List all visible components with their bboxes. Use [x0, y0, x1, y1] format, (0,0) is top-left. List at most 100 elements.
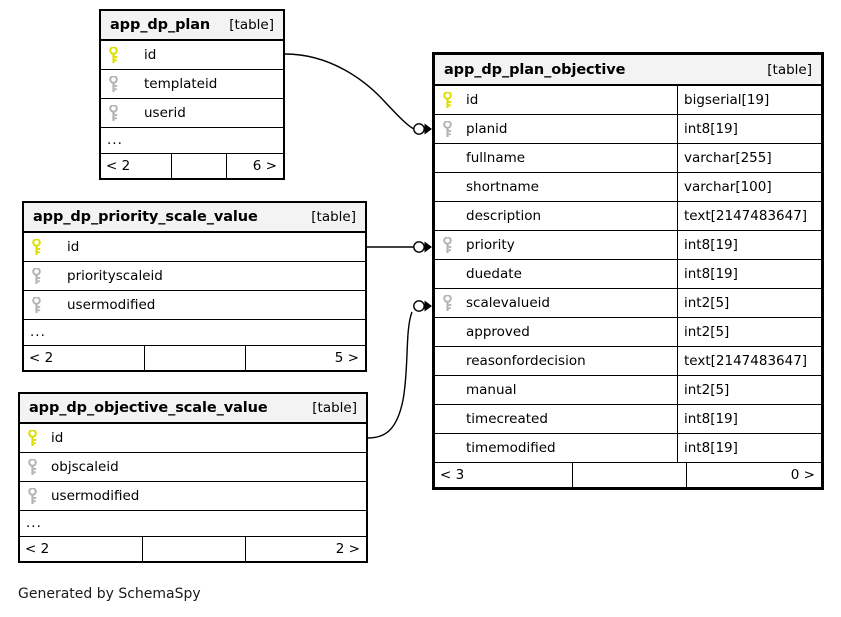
column-label: manual	[466, 382, 517, 398]
outgoing-relationship-count[interactable]: 0 >	[790, 467, 815, 483]
column-label: id	[144, 47, 157, 63]
column-type: int8[19]	[677, 405, 821, 433]
table-title: app_dp_plan	[110, 17, 211, 33]
no-key-spacer	[443, 434, 460, 462]
table-footer: < 2 6 >	[101, 154, 283, 178]
outgoing-relationship-count[interactable]: 5 >	[334, 350, 359, 366]
column-type: bigserial[19]	[677, 86, 821, 114]
foreign-key-icon	[443, 115, 460, 143]
table-row[interactable]: objscaleid	[20, 453, 366, 482]
table-row[interactable]: priorityscaleid	[24, 262, 365, 291]
generated-by-label: Generated by SchemaSpy	[18, 586, 201, 602]
table-row[interactable]: duedate int8[19]	[435, 260, 821, 289]
table-header: app_dp_priority_scale_value [table]	[24, 203, 365, 233]
column-label: duedate	[466, 266, 522, 282]
column-label: templateid	[144, 76, 218, 92]
column-name-cell: objscaleid	[20, 453, 366, 481]
no-key-spacer	[443, 405, 460, 433]
column-type: int8[19]	[677, 434, 821, 462]
column-type: int8[19]	[677, 115, 821, 143]
footer-middle-cell	[142, 537, 246, 561]
column-type: int2[5]	[677, 289, 821, 317]
table-row[interactable]: approved int2[5]	[435, 318, 821, 347]
table-header: app_dp_plan_objective [table]	[435, 55, 821, 86]
column-type: int2[5]	[677, 376, 821, 404]
incoming-relationship-count[interactable]: < 2	[106, 158, 131, 174]
column-label: scalevalueid	[466, 295, 550, 311]
table-row[interactable]: timemodified int8[19]	[435, 434, 821, 463]
table-row[interactable]: fullname varchar[255]	[435, 144, 821, 173]
column-label: id	[67, 239, 80, 255]
column-label: reasonfordecision	[466, 353, 586, 369]
foreign-key-icon	[109, 70, 144, 98]
relationship-priority_scale_value-to-plan_objective	[367, 241, 432, 253]
incoming-relationship-count[interactable]: < 3	[440, 467, 465, 483]
table-row[interactable]: usermodified	[24, 291, 365, 320]
column-name-cell: usermodified	[24, 291, 365, 319]
incoming-relationship-count[interactable]: < 2	[25, 541, 50, 557]
column-label: priority	[466, 237, 515, 253]
table-row[interactable]: shortname varchar[100]	[435, 173, 821, 202]
table-app-dp-priority-scale-value[interactable]: app_dp_priority_scale_value [table] id	[22, 201, 367, 372]
table-row[interactable]: userid	[101, 99, 283, 128]
column-name-cell: planid	[435, 115, 677, 143]
no-key-spacer	[443, 347, 460, 375]
relationship-objective_scale_value-to-plan_objective	[367, 300, 432, 439]
table-row[interactable]: description text[2147483647]	[435, 202, 821, 231]
no-key-spacer	[443, 202, 460, 230]
table-title: app_dp_plan_objective	[444, 61, 626, 78]
foreign-key-icon	[32, 291, 67, 319]
column-type: varchar[100]	[677, 173, 821, 201]
outgoing-relationship-count[interactable]: 2 >	[335, 541, 360, 557]
incoming-relationship-count[interactable]: < 2	[29, 350, 54, 366]
foreign-key-icon	[109, 99, 144, 127]
table-row[interactable]: reasonfordecision text[2147483647]	[435, 347, 821, 376]
column-label: id	[51, 430, 64, 446]
optional-marker-circle	[413, 123, 425, 135]
table-row[interactable]: id	[20, 424, 366, 453]
column-type: text[2147483647]	[677, 347, 821, 375]
table-app-dp-plan[interactable]: app_dp_plan [table] id	[99, 9, 285, 180]
table-row[interactable]: id	[101, 41, 283, 70]
table-row[interactable]: usermodified	[20, 482, 366, 511]
column-type: int8[19]	[677, 260, 821, 288]
column-name-cell: timecreated	[435, 405, 677, 433]
table-row[interactable]: manual int2[5]	[435, 376, 821, 405]
column-label: fullname	[466, 150, 526, 166]
no-key-spacer	[443, 173, 460, 201]
column-name-cell: priority	[435, 231, 677, 259]
table-app-dp-objective-scale-value[interactable]: app_dp_objective_scale_value [table] id	[18, 392, 368, 563]
table-row[interactable]: id	[24, 233, 365, 262]
table-row[interactable]: planid int8[19]	[435, 115, 821, 144]
table-row[interactable]: id bigserial[19]	[435, 86, 821, 115]
column-label: usermodified	[51, 488, 140, 504]
foreign-key-icon	[28, 482, 45, 510]
table-footer: < 2 2 >	[20, 537, 366, 561]
crowsfoot-arrow	[424, 241, 432, 253]
column-name-cell: priorityscaleid	[24, 262, 365, 290]
table-row[interactable]: templateid	[101, 70, 283, 99]
column-name-cell: fullname	[435, 144, 677, 172]
table-app-dp-plan-objective[interactable]: app_dp_plan_objective [table] id bigseri…	[432, 52, 824, 490]
foreign-key-icon	[32, 262, 67, 290]
column-type: int8[19]	[677, 231, 821, 259]
table-row[interactable]: timecreated int8[19]	[435, 405, 821, 434]
footer-middle-cell	[572, 463, 687, 487]
column-name-cell: userid	[101, 99, 283, 127]
crowsfoot-arrow	[424, 300, 432, 312]
column-type: int2[5]	[677, 318, 821, 346]
table-row[interactable]: scalevalueid int2[5]	[435, 289, 821, 318]
more-columns-indicator: ...	[101, 128, 283, 154]
footer-middle-cell	[171, 154, 227, 178]
column-label: planid	[466, 121, 508, 137]
column-name-cell: id	[24, 233, 365, 261]
column-name-cell: description	[435, 202, 677, 230]
column-name-cell: templateid	[101, 70, 283, 98]
foreign-key-icon	[443, 289, 460, 317]
column-name-cell: shortname	[435, 173, 677, 201]
optional-marker-circle	[413, 241, 425, 253]
foreign-key-icon	[443, 231, 460, 259]
foreign-key-icon	[28, 453, 45, 481]
outgoing-relationship-count[interactable]: 6 >	[252, 158, 277, 174]
table-row[interactable]: priority int8[19]	[435, 231, 821, 260]
